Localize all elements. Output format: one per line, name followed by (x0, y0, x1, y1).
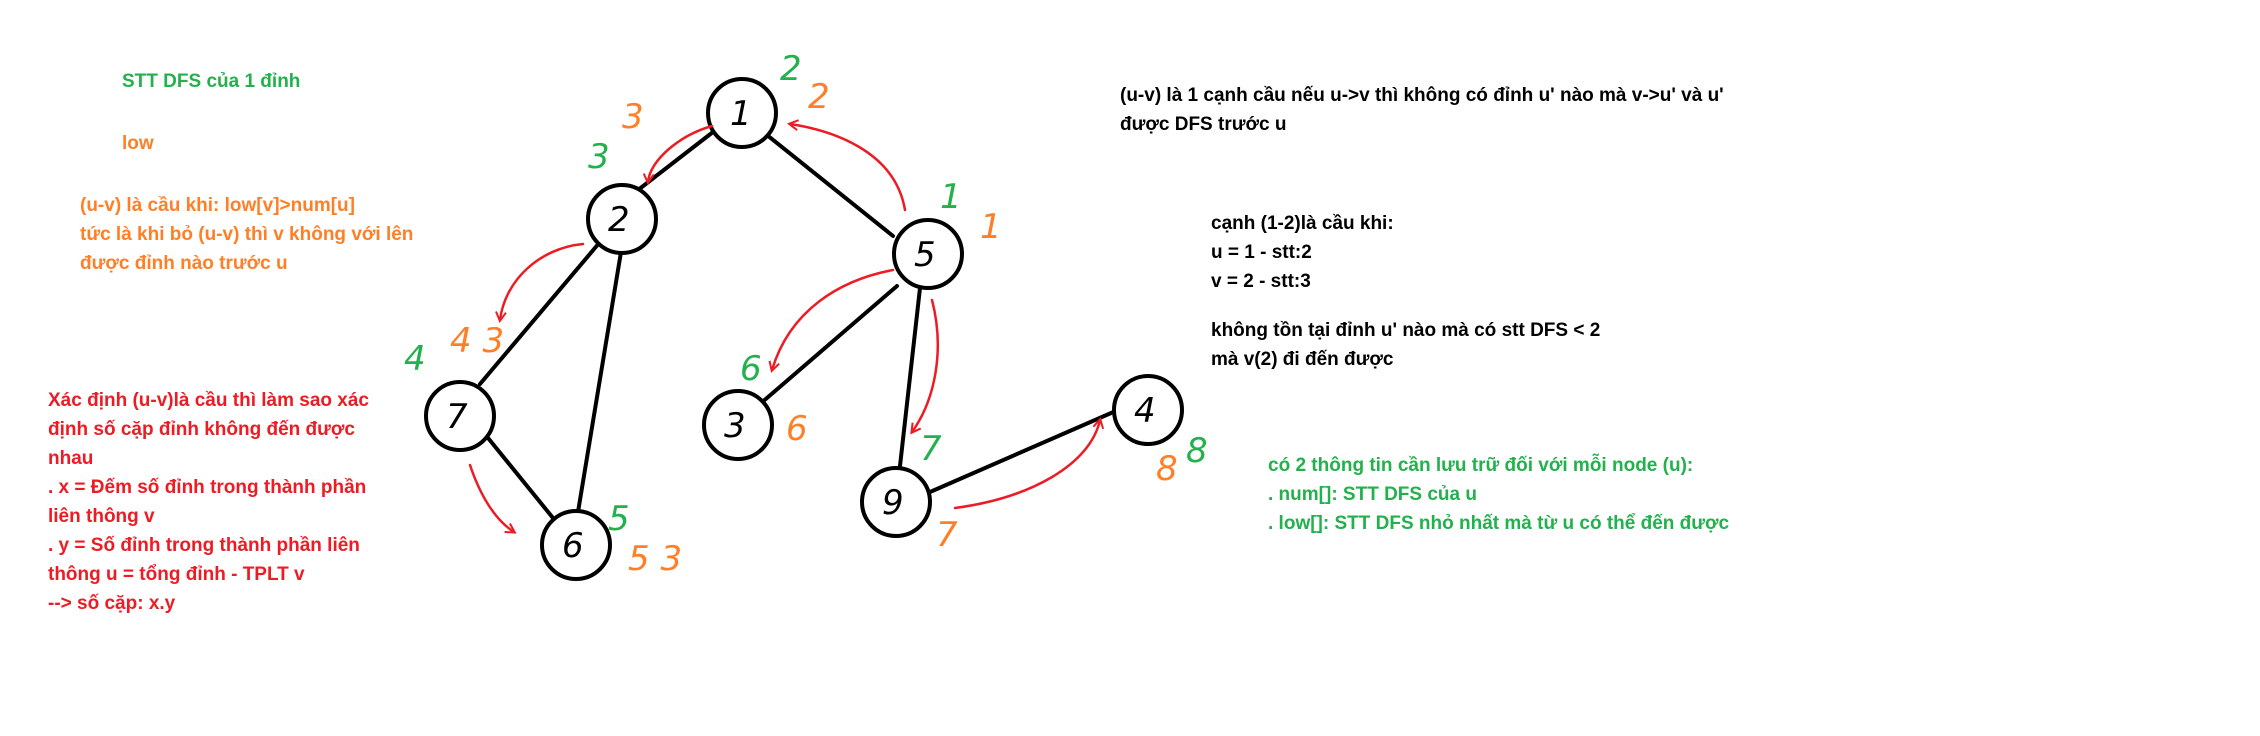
graph-edges (478, 129, 1120, 520)
note-line: --> số cặp: x.y (48, 593, 176, 614)
node-label: 4 (1134, 391, 1156, 431)
edge-2-7 (478, 240, 602, 386)
note-line: (u-v) là 1 cạnh cầu nếu u->v thì không c… (1120, 85, 1724, 106)
node-label: 1 (730, 94, 752, 134)
note-line: u = 1 - stt:2 (1211, 242, 1312, 263)
dfs-arrow-7-to-6 (468, 463, 514, 532)
node-label: 9 (882, 483, 904, 523)
node-label: 3 (724, 406, 746, 446)
low-node-5: 1 (980, 207, 1002, 247)
note-line: được DFS trước u (1120, 114, 1287, 135)
note-line: . num[]: STT DFS của u (1268, 484, 1477, 505)
note-line: . x = Đếm số đỉnh trong thành phần (48, 477, 367, 498)
bridge-definition-note: (u-v) là 1 cạnh cầu nếu u->v thì không c… (1120, 81, 1724, 139)
num-node-1: 2 (780, 49, 802, 89)
note-line: nhau (48, 448, 94, 469)
node-7: 7 (424, 380, 496, 452)
low-node-4: 8 (1156, 449, 1178, 489)
node-4: 4 (1112, 374, 1184, 446)
node-label: 2 (608, 200, 630, 240)
note-line: . low[]: STT DFS nhỏ nhất mà từ u có thể… (1268, 513, 1730, 534)
note-line (1211, 296, 1600, 316)
bridge-condition-note: (u-v) là cầu khi: low[v]>num[u] tức là k… (80, 191, 413, 278)
low-node-6: 5 3 (628, 539, 682, 579)
dfs-traversal-arrows (468, 124, 1100, 532)
node-5: 5 (892, 218, 964, 290)
bridge-example-note: cạnh (1-2)là cầu khi: u = 1 - stt:2 v = … (1211, 209, 1600, 374)
edge-1-5 (760, 129, 895, 238)
num-node-5: 1 (940, 177, 962, 217)
edge-9-4 (928, 408, 1120, 494)
note-line: định số cặp đỉnh không đến được (48, 419, 355, 440)
dfs-arrow-2-to-7 (500, 242, 585, 320)
legend-low: low (122, 133, 154, 154)
dfs-arrow-5-to-1 (790, 124, 907, 212)
edge-7-6 (482, 431, 555, 520)
low-node-7: 4 3 (450, 321, 504, 361)
pair-counting-note: Xác định (u-v)là cầu thì làm sao xác địn… (48, 386, 369, 618)
dfs-arrow-9-to-4 (953, 420, 1100, 510)
low-node-2: 3 (622, 97, 644, 137)
num-node-9: 7 (920, 429, 942, 469)
note-line: (u-v) là cầu khi: low[v]>num[u] (80, 195, 355, 216)
node-9: 9 (860, 466, 932, 538)
node-6: 6 (540, 509, 612, 581)
note-line: liên thông v (48, 506, 155, 527)
num-node-4: 8 (1186, 431, 1208, 471)
note-line: không tồn tại đỉnh u' nào mà có stt DFS … (1211, 320, 1601, 341)
low-node-3: 6 (786, 409, 808, 449)
storage-note: có 2 thông tin cần lưu trữ đối với mỗi n… (1268, 451, 1729, 538)
note-line: có 2 thông tin cần lưu trữ đối với mỗi n… (1268, 455, 1694, 476)
node-label: 6 (562, 526, 584, 566)
note-line: mà v(2) đi đến được (1211, 349, 1394, 370)
edge-5-3 (758, 284, 899, 406)
low-node-1: 2 (808, 77, 830, 117)
dfs-arrow-5-to-3 (772, 268, 895, 370)
node-annotations: 2 2 3 3 4 4 3 5 5 3 1 1 6 6 7 7 8 8 (404, 49, 1208, 579)
note-line: cạnh (1-2)là cầu khi: (1211, 213, 1394, 234)
num-node-3: 6 (740, 349, 762, 389)
dfs-arrow-1-to-2 (648, 124, 714, 182)
note-line: thông u = tổng đỉnh - TPLT v (48, 564, 305, 585)
note-line: . y = Số đỉnh trong thành phần liên (48, 535, 360, 556)
note-line: Xác định (u-v)là cầu thì làm sao xác (48, 390, 369, 411)
num-node-2: 3 (588, 137, 610, 177)
node-label: 5 (914, 235, 936, 275)
node-2: 2 (586, 183, 658, 255)
num-node-7: 4 (404, 339, 426, 379)
graph-nodes: 1 2 7 6 5 3 9 4 (424, 77, 1184, 581)
note-line: được đỉnh nào trước u (80, 253, 288, 274)
node-3: 3 (702, 389, 774, 461)
dfs-arrow-5-to-9 (912, 298, 939, 432)
note-line: v = 2 - stt:3 (1211, 271, 1311, 292)
edge-5-9 (898, 286, 922, 468)
edge-2-6 (576, 250, 623, 514)
low-node-9: 7 (936, 515, 958, 555)
node-1: 1 (706, 77, 778, 149)
num-node-6: 5 (608, 499, 630, 539)
note-line: tức là khi bỏ (u-v) thì v không với lên (80, 224, 414, 245)
node-label: 7 (446, 397, 468, 437)
legend-dfs-order: STT DFS của 1 đỉnh (122, 71, 301, 92)
